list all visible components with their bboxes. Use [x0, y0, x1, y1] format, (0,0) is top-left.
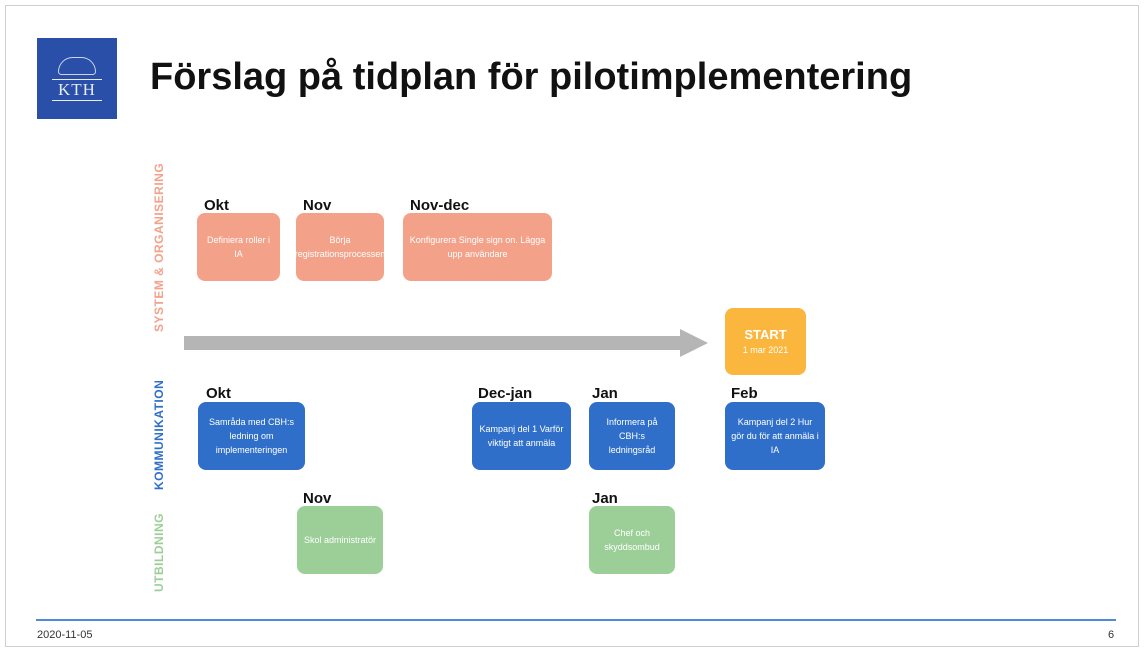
- logo-text: KTH: [52, 78, 102, 101]
- lane-label-system: SYSTEM & ORGANISERING: [152, 162, 166, 332]
- start-date: 1 mar 2021: [742, 344, 789, 355]
- utbildning-month-1: Nov: [303, 490, 332, 507]
- system-box-3-text: Konfigurera Single sign on. Lägga upp an…: [409, 235, 546, 259]
- system-box-3: Konfigurera Single sign on. Lägga upp an…: [403, 213, 552, 281]
- crown-icon: [58, 56, 96, 75]
- utbildning-box-1: Skol administratör: [297, 506, 383, 574]
- lane-label-kommunikation: KOMMUNIKATION: [152, 379, 166, 490]
- start-label: START: [744, 326, 787, 342]
- lane-label-utbildning: UTBILDNING: [152, 513, 166, 592]
- kommunikation-box-1: Samråda med CBH:s ledning om implementer…: [198, 402, 305, 470]
- system-box-1-text: Definiera roller i IA: [206, 235, 271, 259]
- kommunikation-month-4: Feb: [731, 385, 758, 402]
- utbildning-box-2: Chef och skyddsombud: [589, 506, 675, 574]
- kommunikation-box-4-text: Kampanj del 2 Hur gör du för att anmäla …: [731, 417, 819, 455]
- kommunikation-month-3: Jan: [592, 385, 618, 402]
- timeline-arrow-head-icon: [680, 329, 708, 357]
- page-number: 6: [1108, 629, 1115, 641]
- system-box-1: Definiera roller i IA: [197, 213, 280, 281]
- utbildning-box-2-text: Chef och skyddsombud: [604, 528, 660, 552]
- kommunikation-box-3-text: Informera på CBH:s ledningsråd: [606, 417, 658, 455]
- footer-date: 2020-11-05: [37, 629, 93, 641]
- system-box-2-text: Börja registrationsprocessen: [294, 235, 386, 259]
- utbildning-month-2: Jan: [592, 490, 618, 507]
- kommunikation-box-3: Informera på CBH:s ledningsråd: [589, 402, 675, 470]
- system-month-2: Nov: [303, 197, 332, 214]
- system-box-2: Börja registrationsprocessen: [294, 213, 386, 281]
- system-month-1: Okt: [204, 197, 230, 214]
- timeline-arrow-bar: [184, 336, 680, 350]
- slide: [5, 5, 1139, 647]
- kommunikation-month-2: Dec-jan: [478, 385, 533, 402]
- kommunikation-box-1-text: Samråda med CBH:s ledning om implementer…: [208, 417, 295, 455]
- kommunikation-box-4: Kampanj del 2 Hur gör du för att anmäla …: [725, 402, 825, 470]
- kommunikation-month-1: Okt: [206, 385, 232, 402]
- footer-divider: [36, 619, 1116, 621]
- kommunikation-box-2: Kampanj del 1 Varför viktigt att anmäla: [472, 402, 571, 470]
- kommunikation-box-2-text: Kampanj del 1 Varför viktigt att anmäla: [479, 424, 564, 448]
- kth-logo: KTH: [37, 38, 117, 119]
- utbildning-box-1-text: Skol administratör: [303, 535, 377, 545]
- start-box: START 1 mar 2021: [725, 308, 806, 375]
- slide-title: Förslag på tidplan för pilotimplementeri…: [150, 56, 913, 98]
- system-month-3: Nov-dec: [410, 197, 470, 214]
